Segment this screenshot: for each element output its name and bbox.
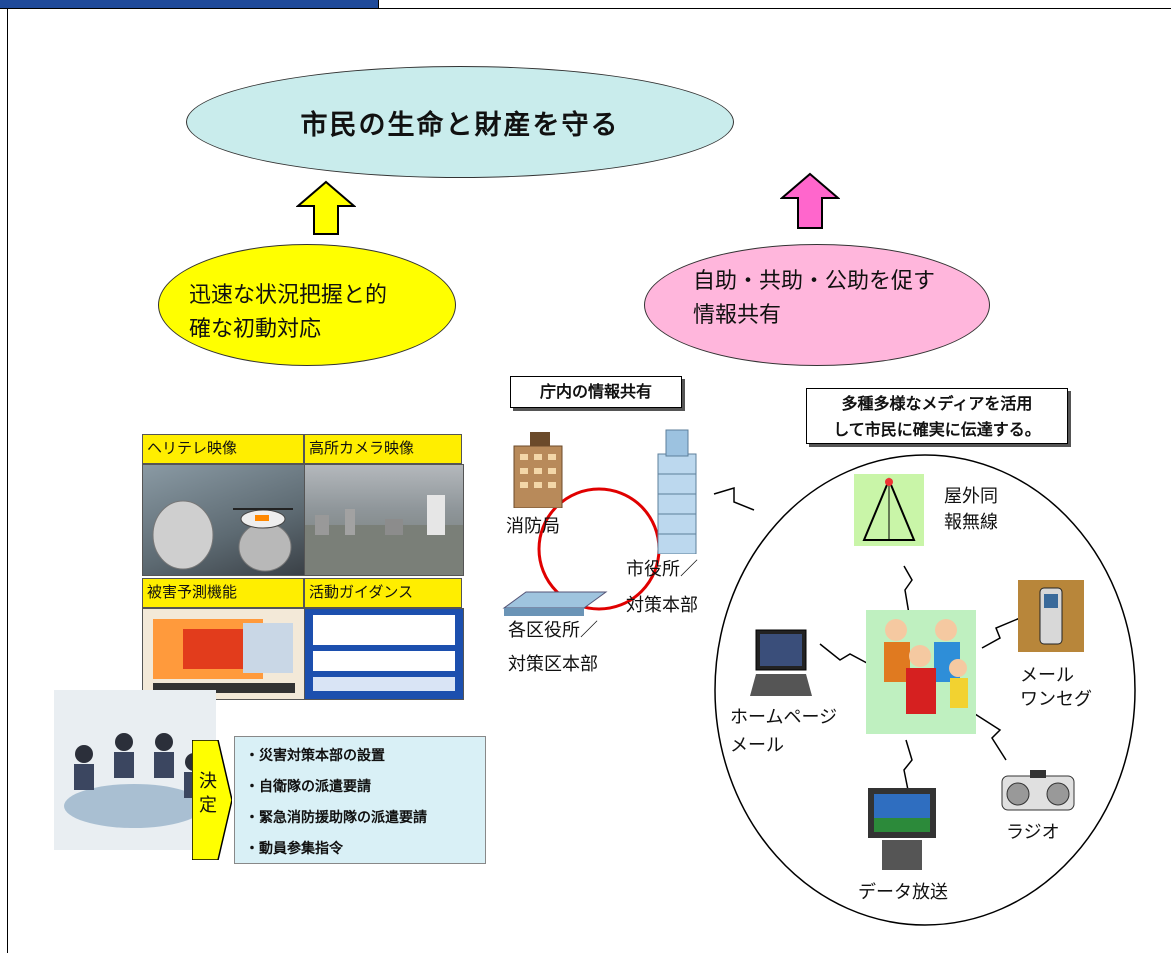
left-border — [7, 8, 8, 953]
outdoor-radio-line1: 屋外同 — [944, 486, 998, 507]
camera-caption: 高所カメラ映像 — [304, 434, 462, 464]
goal-text: 市民の生命と財産を守る — [300, 109, 620, 141]
rapid-response-ellipse: 迅速な状況把握と的 確な初動対応 — [158, 244, 456, 366]
ward-office-building-icon — [502, 591, 608, 616]
decision-item: ・災害対策本部の設置 — [245, 748, 385, 764]
heli-caption: ヘリテレ映像 — [142, 434, 304, 464]
homepage-line2: メール — [730, 735, 784, 756]
decision-item: ・動員参集指令 — [245, 841, 343, 857]
city-view-icon — [305, 495, 463, 575]
mail-oneseg-label: メール ワンセグ — [1020, 664, 1092, 712]
rapid-response-line2: 確な初動対応 — [189, 317, 322, 342]
homepage-label: ホームページ メール — [730, 704, 837, 760]
heli-video-image — [142, 464, 306, 576]
up-arrow-pink-icon — [780, 172, 840, 229]
mail-oneseg-line1: メール — [1020, 665, 1074, 686]
tv-icon — [868, 788, 936, 870]
damage-caption: 被害予測機能 — [142, 578, 304, 608]
ward-office-line1: 各区役所／ — [508, 620, 598, 641]
data-broadcast-label: データ放送 — [858, 882, 948, 903]
outdoor-speaker-tower-icon — [854, 474, 924, 546]
decision-label: 決定 — [199, 771, 217, 816]
mail-oneseg-line2: ワンセグ — [1020, 689, 1092, 710]
meeting-icon — [64, 733, 204, 828]
guidance-screen-icon — [313, 615, 455, 691]
meeting-image — [54, 690, 216, 850]
info-sharing-ellipse: 自助・共助・公助を促す 情報共有 — [644, 244, 990, 366]
media-line1: 多種多様なメディアを活用 — [841, 394, 1033, 413]
fire-dept-building-icon — [513, 432, 563, 508]
internal-sharing-box: 庁内の情報共有 — [510, 376, 682, 408]
info-sharing-line1: 自助・共助・公助を促す — [693, 269, 936, 294]
outdoor-radio-label: 屋外同 報無線 — [944, 484, 998, 536]
top-border — [0, 0, 1171, 9]
camera-video-image — [304, 464, 464, 576]
homepage-line1: ホームページ — [730, 707, 838, 728]
outdoor-radio-line2: 報無線 — [944, 512, 998, 533]
family-icon — [866, 610, 976, 734]
damage-map-icon — [153, 619, 295, 693]
ward-office-label: 各区役所／ 対策区本部 — [508, 614, 598, 682]
media-circle — [713, 454, 1136, 926]
ward-office-line2: 対策区本部 — [508, 654, 598, 675]
fire-dept-label: 消防局 — [506, 516, 560, 537]
decision-arrow-icon — [192, 740, 232, 860]
damage-map-image — [142, 608, 306, 700]
city-hall-line1: 市役所／ — [626, 559, 698, 580]
city-hall-building-icon — [657, 429, 697, 554]
media-line2: して市民に確実に伝達する。 — [833, 420, 1041, 439]
decision-item: ・緊急消防援助隊の派遣要請 — [245, 810, 427, 826]
goal-ellipse: 市民の生命と財産を守る — [186, 66, 734, 178]
info-sharing-line2: 情報共有 — [693, 303, 782, 328]
laptop-icon — [750, 629, 812, 696]
guidance-screen-image — [304, 608, 464, 700]
mobile-phone-icon — [1018, 580, 1084, 652]
media-box: 多種多様なメディアを活用 して市民に確実に伝達する。 — [806, 388, 1068, 444]
helicopter-icon — [152, 500, 293, 572]
radio-label: ラジオ — [1006, 822, 1060, 843]
radio-icon — [1001, 770, 1075, 811]
decision-list: ・災害対策本部の設置 ・自衛隊の派遣要請 ・緊急消防援助隊の派遣要請 ・動員参集… — [234, 736, 486, 864]
guidance-caption: 活動ガイダンス — [304, 578, 462, 608]
city-hall-label: 市役所／ 対策本部 — [626, 552, 698, 624]
up-arrow-yellow-icon — [296, 180, 356, 235]
title-tab — [0, 0, 379, 8]
decision-item: ・自衛隊の派遣要請 — [245, 779, 371, 795]
rapid-response-line1: 迅速な状況把握と的 — [189, 283, 388, 308]
city-hall-line2: 対策本部 — [626, 595, 698, 616]
